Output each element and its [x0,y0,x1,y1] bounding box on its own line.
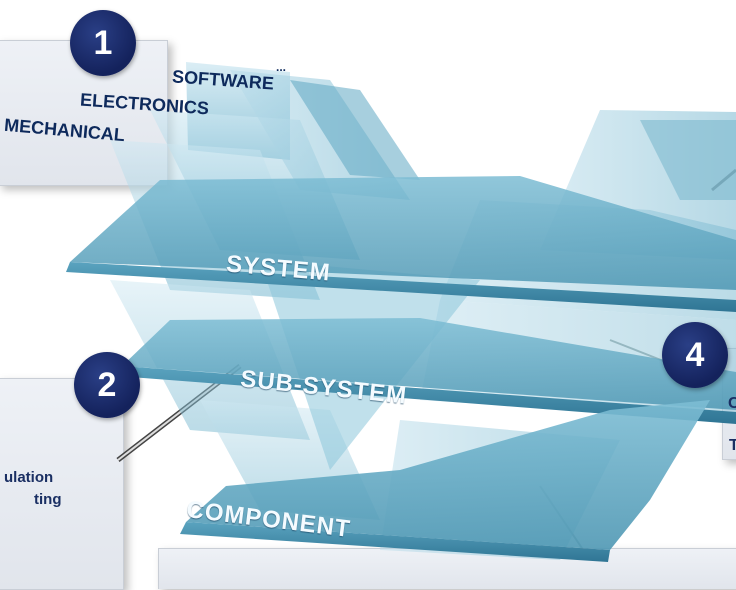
step-badge-2: 2 [74,352,140,418]
subsystem-plane [118,318,736,424]
component-plane [180,400,710,562]
v-model-diagram [66,62,736,562]
step-badge-4: 4 [662,322,728,388]
step-badge-1: 1 [70,10,136,76]
panel4-text-line2: T [729,437,736,454]
panel4-text-line1: C [728,395,736,412]
domain-more-label: ... [276,60,287,74]
system-plane [66,176,736,312]
panel2-text-line1: ulation [4,469,54,486]
panel2-text-line2: ting [34,491,62,508]
